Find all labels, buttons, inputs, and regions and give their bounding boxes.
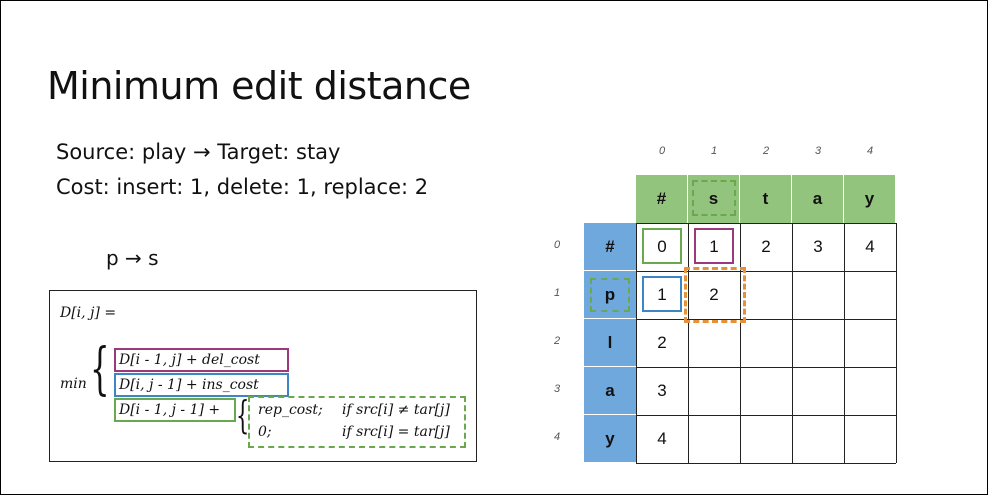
distance-cell — [844, 367, 896, 415]
source-char-header: a — [584, 367, 636, 415]
target-char-header: a — [792, 175, 844, 223]
distance-cell — [688, 415, 740, 463]
replace-source-marker — [642, 228, 682, 264]
column-index: 2 — [762, 145, 770, 157]
insert-term: D[i, j - 1] + ins_cost — [114, 373, 289, 397]
grid-line — [636, 415, 896, 416]
distance-cell: 0 — [657, 237, 667, 256]
source-char-header: # — [584, 223, 636, 271]
delete-term: D[i - 1, j] + del_cost — [114, 348, 289, 372]
row-index: 4 — [553, 431, 561, 443]
column-index: 1 — [710, 145, 718, 157]
distance-cell — [844, 319, 896, 367]
distance-cell: 1 — [657, 285, 667, 304]
distance-cell — [740, 271, 792, 319]
grid-line — [636, 463, 896, 464]
slide-title: Minimum edit distance — [47, 64, 471, 108]
delete-source-marker — [694, 228, 734, 264]
row-index: 0 — [553, 239, 561, 251]
distance-cell: 1 — [709, 237, 719, 256]
target-char-header: t — [740, 175, 792, 223]
distance-cell — [740, 319, 792, 367]
distance-cell: 2 — [761, 237, 771, 256]
source-char-marker — [590, 278, 630, 312]
distance-cell — [740, 367, 792, 415]
target-char-marker — [692, 180, 736, 216]
grid-line — [688, 223, 689, 463]
distance-cell — [792, 415, 844, 463]
column-index: 4 — [866, 145, 874, 157]
replace-term: D[i - 1, j - 1] + — [114, 398, 236, 422]
source-target-line: Source: play → Target: stay — [56, 140, 341, 164]
distance-cell — [688, 367, 740, 415]
distance-cell: 4 — [657, 429, 667, 448]
replace-cases-box: rep_cost; if src[i] ≠ tar[j] 0; if src[i… — [248, 396, 466, 448]
distance-cell — [792, 319, 844, 367]
row-index: 1 — [553, 287, 561, 299]
target-char-header: y — [844, 175, 896, 223]
insert-source-marker — [642, 276, 682, 312]
case1-condition: if src[i] ≠ tar[j] — [342, 402, 450, 418]
case2-condition: if src[i] = tar[j] — [342, 424, 450, 440]
grid-line — [636, 367, 896, 368]
distance-cell: 2 — [709, 285, 719, 304]
column-index: 3 — [814, 145, 822, 157]
case-brace: { — [236, 393, 250, 437]
grid-line — [792, 223, 793, 463]
step-caption: p → s — [106, 246, 159, 270]
distance-cell — [844, 271, 896, 319]
recurrence-formula-box: D[i, j] = min { D[i - 1, j] + del_cost D… — [49, 290, 477, 462]
column-index: 0 — [658, 145, 666, 157]
current-cell-marker — [684, 267, 746, 323]
cost-line: Cost: insert: 1, delete: 1, replace: 2 — [56, 175, 429, 199]
distance-cell: 2 — [657, 333, 667, 352]
case1-value: rep_cost; — [258, 402, 323, 418]
source-char-header: l — [584, 319, 636, 367]
distance-cell — [792, 367, 844, 415]
distance-cell — [792, 271, 844, 319]
grid-line — [636, 223, 637, 463]
case2-value: 0; — [258, 424, 272, 440]
distance-cell: 4 — [865, 237, 875, 256]
grid-line — [636, 319, 896, 320]
distance-cell: 3 — [813, 237, 823, 256]
distance-cell — [688, 319, 740, 367]
row-index: 3 — [553, 383, 561, 395]
target-char-header: # — [636, 175, 688, 223]
grid-line — [896, 223, 897, 463]
left-brace: { — [90, 337, 110, 402]
grid-line — [740, 223, 741, 463]
row-index: 2 — [553, 335, 561, 347]
grid-line — [636, 223, 896, 224]
formula-min-label: min — [60, 376, 87, 392]
grid-line — [636, 271, 896, 272]
distance-cell: 3 — [657, 381, 667, 400]
formula-lhs: D[i, j] = — [60, 305, 117, 321]
source-char-header: y — [584, 415, 636, 463]
grid-line — [844, 223, 845, 463]
distance-cell — [740, 415, 792, 463]
distance-cell — [844, 415, 896, 463]
